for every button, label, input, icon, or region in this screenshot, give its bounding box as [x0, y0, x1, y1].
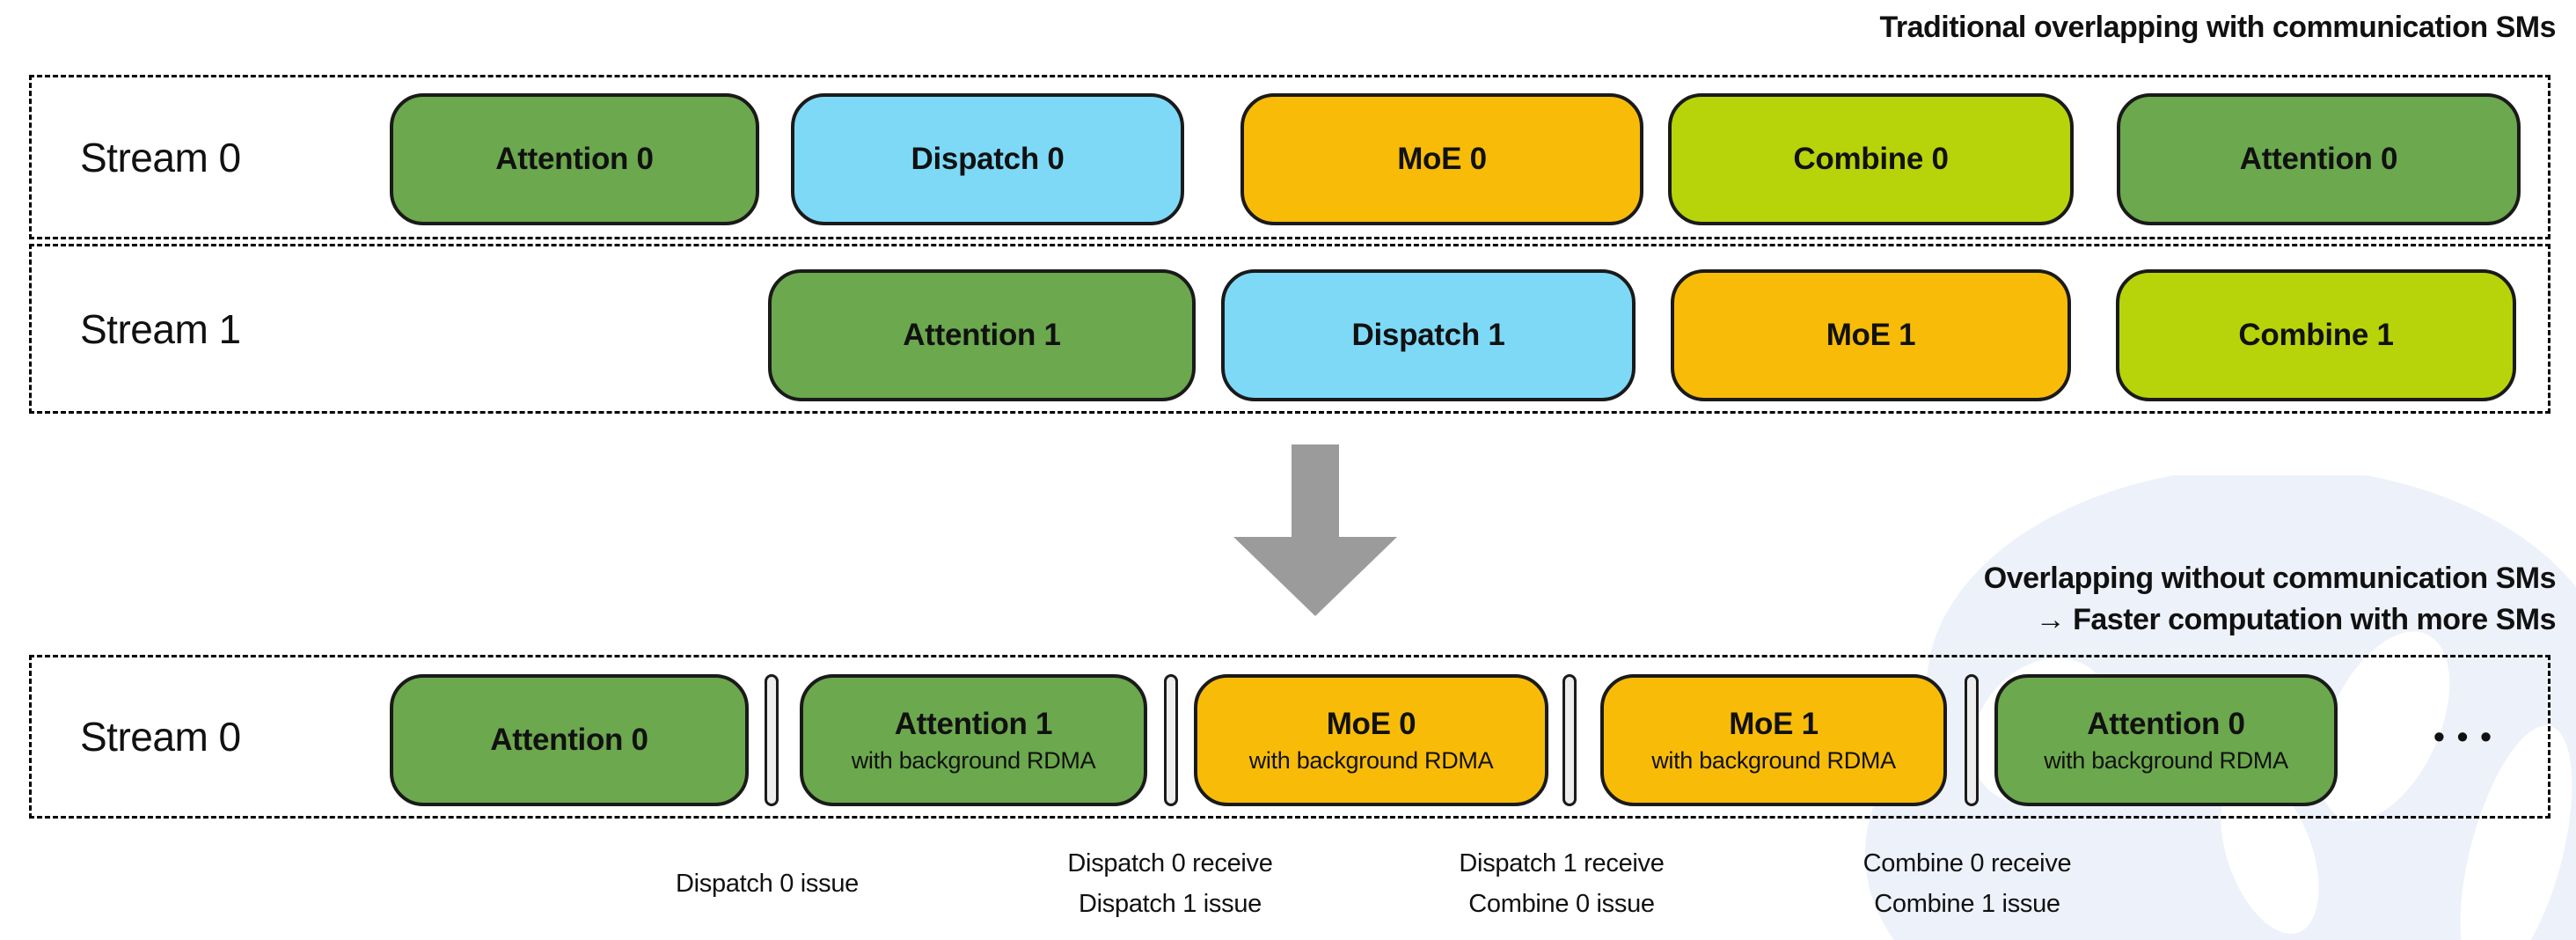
block-dispatch-0: Dispatch 0: [791, 93, 1184, 225]
stream1-label: Stream 1: [80, 305, 241, 352]
block-label: MoE 0: [1326, 706, 1416, 741]
annotation-line: Combine 0 receive: [1862, 849, 2072, 878]
annotation-line: Dispatch 1 receive: [1459, 849, 1665, 878]
block-subtitle: with background RDMA: [1248, 746, 1494, 774]
block-attention-1: Attention 1: [768, 269, 1196, 401]
annotation-combine0-receive: Combine 0 receive Combine 1 issue: [1863, 843, 2072, 924]
annotation-line: Combine 1 issue: [1874, 890, 2060, 918]
block-moe-0: MoE 0: [1240, 93, 1643, 225]
stream-switch-separator: [1965, 674, 1979, 806]
block-label: MoE 0: [1397, 142, 1487, 176]
annotation-dispatch0-issue: Dispatch 0 issue: [676, 843, 859, 904]
block-moe-1-rdma: MoE 1 with background RDMA: [1600, 674, 1947, 806]
block-dispatch-1: Dispatch 1: [1221, 269, 1636, 401]
stream0-label: Stream 0: [80, 134, 241, 180]
block-label: Attention 1: [903, 318, 1061, 352]
block-label: Attention 0: [495, 142, 654, 176]
stream-switch-separator: [1164, 674, 1178, 806]
block-label: Combine 0: [1793, 142, 1949, 176]
down-arrow-icon: [1233, 444, 1397, 616]
block-label: Dispatch 0: [911, 142, 1065, 176]
block-attention-0: Attention 0: [390, 674, 749, 806]
block-moe-0-rdma: MoE 0 with background RDMA: [1194, 674, 1548, 806]
block-attention-0-rdma: Attention 0 with background RDMA: [1994, 674, 2338, 806]
block-label: Attention 0: [2087, 706, 2245, 741]
block-attention-0: Attention 0: [390, 93, 759, 225]
block-label: Combine 1: [2238, 318, 2394, 352]
block-attention-1-rdma: Attention 1 with background RDMA: [800, 674, 1147, 806]
stream0-box-traditional: Stream 0 Attention 0 Dispatch 0 MoE 0 Co…: [29, 75, 2550, 239]
block-label: MoE 1: [1826, 318, 1916, 352]
title-bottom-line2: → Faster computation with more SMs: [2035, 603, 2557, 636]
annotation-dispatch0-receive: Dispatch 0 receive Dispatch 1 issue: [1067, 843, 1272, 924]
title-overlapping-without-sms: Overlapping without communication SMs → …: [1983, 558, 2557, 641]
stream-switch-separator: [1562, 674, 1577, 806]
block-label: Dispatch 1: [1351, 318, 1505, 352]
block-combine-0: Combine 0: [1668, 93, 2074, 225]
title-bottom-line1: Overlapping without communication SMs: [1983, 562, 2557, 595]
block-combine-1: Combine 1: [2116, 269, 2516, 401]
stream0-label: Stream 0: [80, 714, 241, 760]
annotation-line: Dispatch 0 receive: [1067, 849, 1273, 878]
block-label: Attention 0: [2239, 142, 2398, 176]
block-label: MoE 1: [1729, 706, 1819, 741]
title-traditional-overlapping: Traditional overlapping with communicati…: [1879, 7, 2556, 48]
block-subtitle: with background RDMA: [2044, 746, 2288, 774]
stream1-box-traditional: Stream 1 Attention 1 Dispatch 1 MoE 1 Co…: [29, 244, 2550, 414]
continuation-ellipsis: •••: [2433, 718, 2504, 754]
annotation-line: Dispatch 1 issue: [1079, 890, 1262, 918]
block-label: Attention 1: [894, 706, 1053, 741]
annotation-dispatch1-receive: Dispatch 1 receive Combine 0 issue: [1459, 843, 1664, 924]
annotation-line: Combine 0 issue: [1468, 890, 1655, 918]
block-subtitle: with background RDMA: [1651, 746, 1896, 774]
block-subtitle: with background RDMA: [851, 746, 1096, 774]
title-traditional-line: Traditional overlapping with communicati…: [1879, 11, 2556, 44]
stream0-box-fused: Stream 0 Attention 0 Attention 1 with ba…: [29, 655, 2550, 819]
block-moe-1: MoE 1: [1671, 269, 2071, 401]
annotation-line: Dispatch 0 issue: [676, 870, 859, 898]
block-attention-0-next: Attention 0: [2117, 93, 2521, 225]
stream-switch-separator: [765, 674, 779, 806]
block-label: Attention 0: [490, 723, 648, 757]
